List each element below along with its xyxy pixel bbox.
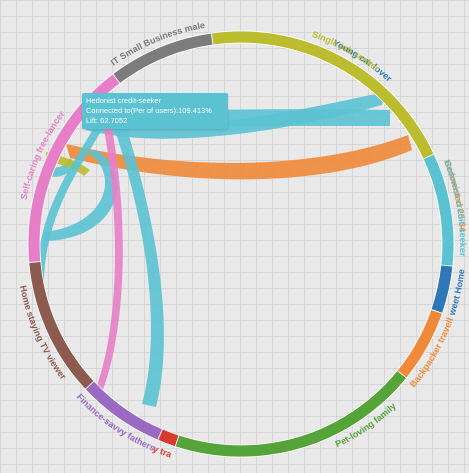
tooltip-lift: Lift: 62.7052 xyxy=(86,116,128,125)
tooltip: Hedonist credit-seeker Connected to(Per … xyxy=(82,93,228,129)
ribbon-hedonist-single-1[interactable] xyxy=(44,150,118,241)
label-backpacker-travelle: Backpacker travelle xyxy=(0,0,455,389)
ribbon-selfcaring-hedonist[interactable] xyxy=(96,118,123,392)
tooltip-connected: Connected to(Per of users):109.413% xyxy=(86,106,212,115)
ribbon-hedonist-selfcaring[interactable] xyxy=(110,114,164,407)
ribbon-connected-hedonist[interactable] xyxy=(66,135,412,180)
tooltip-title: Hedonist credit-seeker xyxy=(86,96,162,105)
arc-backpacker-travelle[interactable] xyxy=(396,308,443,379)
